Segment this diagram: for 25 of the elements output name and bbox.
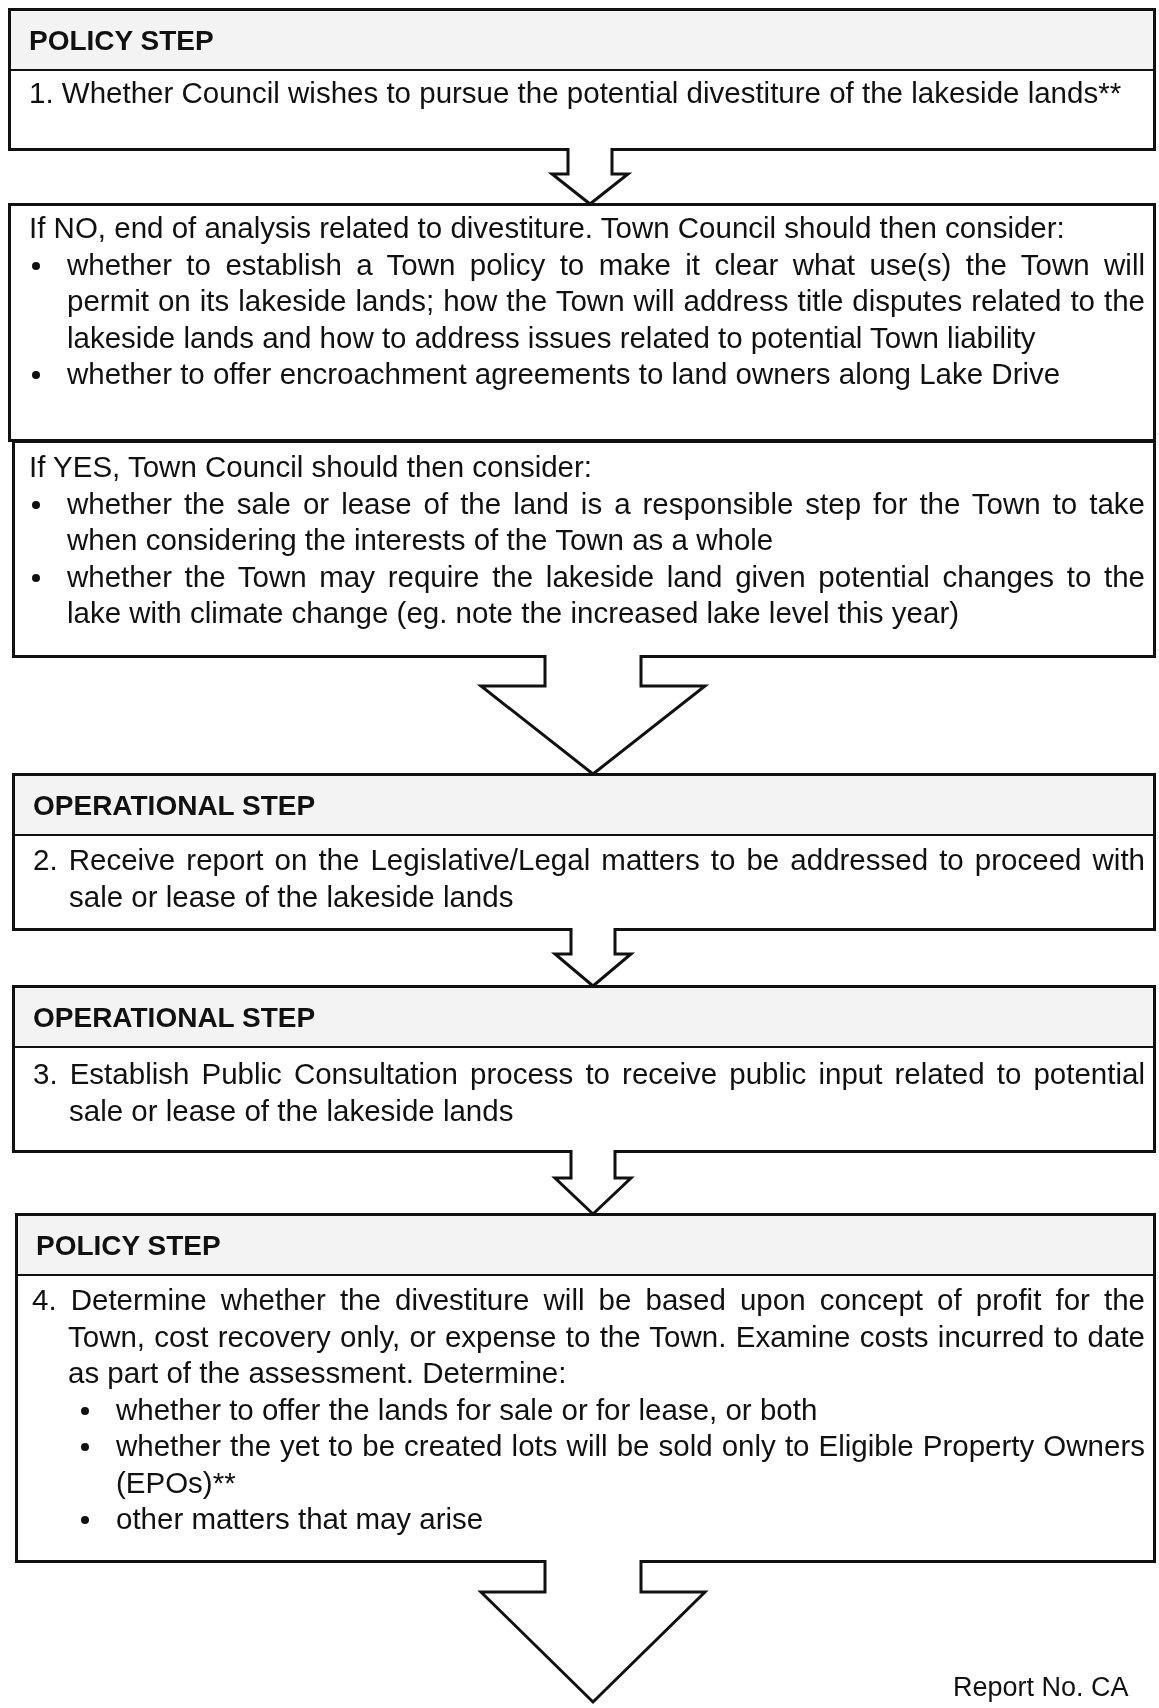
report-number: Report No. CA	[953, 1672, 1129, 1703]
step-text: 1. Whether Council wishes to pursue the potential divestiture of the lakeside lands**	[29, 75, 1123, 111]
step-box	[12, 773, 1156, 931]
block-arrow	[477, 1558, 709, 1705]
step-heading: OPERATIONAL STEP	[15, 988, 1153, 1048]
step-text: 4. Determine whether the divestiture will be based upon concept of profit for the Town, cost recovery only, or expense to the Town. Examine costs incurred to date as part of the assessment. Determine:	[32, 1282, 1145, 1391]
bullet-item: whether to offer the lands for sale or for lease, or both	[116, 1391, 1145, 1428]
step-heading: OPERATIONAL STEP	[15, 776, 1153, 836]
step-text: If YES, Town Council should then consider:	[29, 449, 594, 485]
step-box	[8, 203, 1156, 442]
step-text: 2. Receive report on the Legislative/Legal matters to be addressed to proceed with sale or lease of the lakeside lands	[33, 842, 1145, 915]
step-text: 3. Establish Public Consultation process to receive public input related to potential sale or lease of the lakeside lands	[33, 1056, 1145, 1129]
block-arrow	[547, 146, 633, 206]
step-box	[12, 440, 1156, 658]
step-heading: POLICY STEP	[18, 1216, 1153, 1276]
bullet-item: other matters that may arise	[116, 1501, 1145, 1538]
bullet-item: whether to offer encroachment agreements to land owners along Lake Drive	[67, 356, 1145, 393]
bullet-item: whether the Town may require the lakeside land given potential changes to the lake with climate change (eg. note the increased lake level this year)	[67, 558, 1145, 632]
step-box	[15, 1213, 1156, 1563]
step-heading: POLICY STEP	[11, 11, 1153, 71]
step-box	[8, 8, 1156, 151]
block-arrow	[476, 653, 710, 776]
block-arrow	[550, 926, 636, 988]
step-box	[12, 985, 1156, 1153]
step-text: If NO, end of analysis related to divestiture. Town Council should then consider:	[29, 210, 1066, 246]
